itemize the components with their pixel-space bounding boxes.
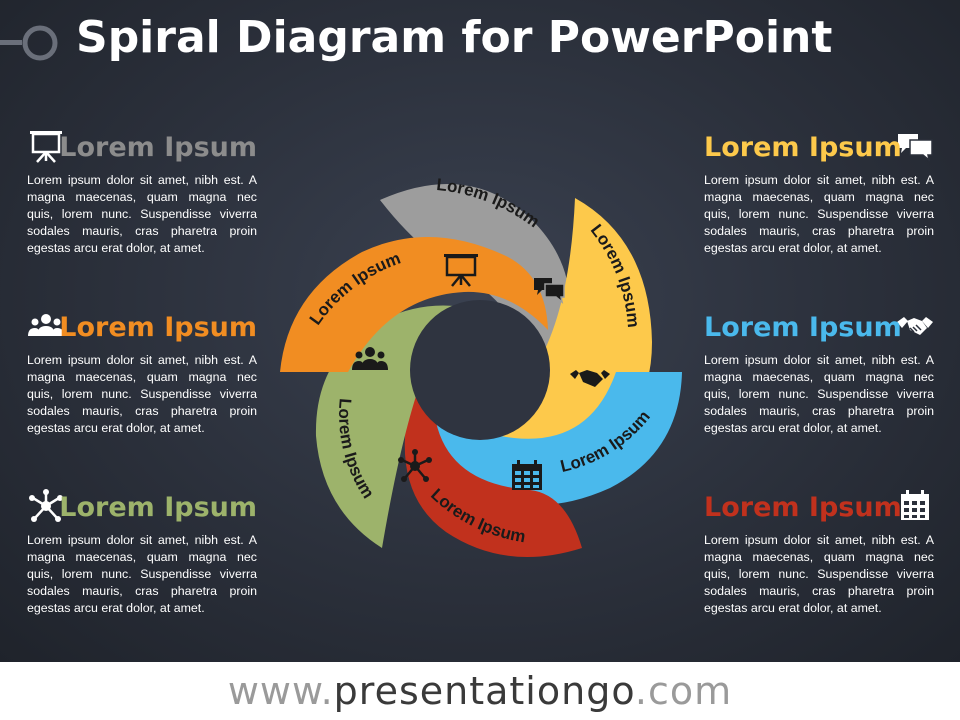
text-block-5: Lorem Ipsum Lorem ipsum dolor sit amet, …: [704, 308, 934, 437]
block-heading: Lorem Ipsum: [59, 132, 257, 163]
text-block-1: Lorem Ipsum Lorem ipsum dolor sit amet, …: [27, 128, 257, 257]
block-text: Lorem ipsum dolor sit amet, nibh est. A …: [27, 173, 257, 255]
chat-bubbles-icon: [898, 134, 933, 162]
block-text: Lorem ipsum dolor sit amet, nibh est. A …: [704, 353, 934, 435]
handshake-icon: [570, 370, 610, 387]
block-text: Lorem ipsum dolor sit amet, nibh est. A …: [27, 533, 257, 615]
block-heading: Lorem Ipsum: [59, 312, 257, 343]
footer-url-suffix: .com: [634, 669, 733, 713]
text-block-4: Lorem Ipsum Lorem ipsum dolor sit amet, …: [704, 128, 934, 257]
text-block-3: Lorem Ipsum Lorem ipsum dolor sit amet, …: [27, 488, 257, 617]
spiral-segment-blue: [417, 366, 682, 506]
footer-url-prefix: www.: [227, 669, 334, 713]
block-heading: Lorem Ipsum: [704, 312, 902, 343]
spiral-segment-orange: [280, 236, 548, 372]
block-text: Lorem ipsum dolor sit amet, nibh est. A …: [704, 173, 934, 255]
people-group-icon: [352, 347, 388, 370]
spiral-center: [410, 300, 550, 440]
footer-url-brand: presentationgo: [333, 669, 635, 713]
footer-url[interactable]: www.presentationgo.com: [228, 669, 732, 713]
network-nodes-icon: [29, 489, 63, 522]
text-block-2: Lorem Ipsum Lorem ipsum dolor sit amet, …: [27, 308, 257, 437]
presentation-board-icon: [30, 131, 62, 163]
block-heading: Lorem Ipsum: [59, 492, 257, 523]
chat-bubbles-icon: [534, 278, 565, 304]
ring-decoration-icon: [0, 25, 58, 61]
block-text: Lorem ipsum dolor sit amet, nibh est. A …: [27, 353, 257, 435]
calendar-icon: [901, 490, 929, 520]
people-group-icon: [28, 314, 64, 336]
block-text: Lorem ipsum dolor sit amet, nibh est. A …: [704, 533, 934, 615]
network-nodes-icon: [398, 449, 432, 482]
handshake-icon: [897, 317, 933, 335]
block-heading: Lorem Ipsum: [704, 492, 902, 523]
spiral-segment-gray: [380, 184, 570, 390]
presentation-board-icon: [444, 254, 478, 287]
spiral-segment-red: [404, 325, 582, 557]
slide: Spiral Diagram for PowerPoint Lorem Ipsu…: [0, 0, 960, 662]
page-title: Spiral Diagram for PowerPoint: [76, 12, 833, 63]
text-block-6: Lorem Ipsum Lorem ipsum dolor sit amet, …: [704, 488, 934, 617]
footer: www.presentationgo.com: [0, 662, 960, 720]
calendar-icon: [512, 460, 542, 490]
block-heading: Lorem Ipsum: [704, 132, 902, 163]
spiral-diagram: Lorem Ipsum Lorem Ipsum Lorem Ipsum Lore…: [280, 175, 682, 557]
